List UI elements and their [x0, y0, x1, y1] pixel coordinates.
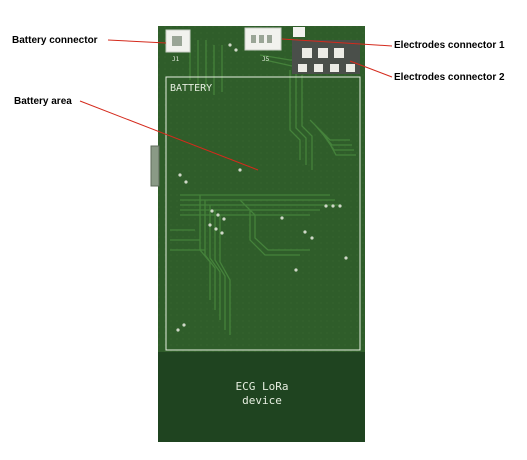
device-label-line2: device [242, 394, 282, 407]
antenna-area [158, 352, 365, 442]
callout-electrodes-connector-1: Electrodes connector 1 [394, 40, 505, 51]
device-label-line1: ECG LoRa [236, 380, 289, 393]
callout-electrodes-connector-2: Electrodes connector 2 [394, 72, 505, 83]
silk-ref-j6: J6 [348, 66, 356, 73]
silk-ref-j1: J1 [172, 56, 180, 63]
battery-area-outline [165, 76, 361, 351]
callout-line-electrodes-1 [281, 38, 393, 47]
callout-line-battery-area [79, 100, 259, 171]
callout-line-electrodes-2 [349, 60, 393, 78]
small-component [293, 27, 305, 37]
pcb-vias [176, 43, 348, 332]
callout-lines [79, 38, 393, 171]
callout-battery-area: Battery area [14, 96, 72, 107]
battery-silkscreen-label: BATTERY [170, 83, 212, 94]
callout-battery-connector: Battery connector [12, 35, 98, 46]
side-switch [150, 145, 160, 187]
j6-pads [298, 48, 355, 72]
silk-ref-j5: J5 [262, 56, 270, 63]
j5-pins [251, 35, 272, 43]
battery-connector-pin [172, 36, 182, 46]
callout-line-battery-connector [107, 39, 167, 44]
pcb-traces [170, 40, 356, 335]
